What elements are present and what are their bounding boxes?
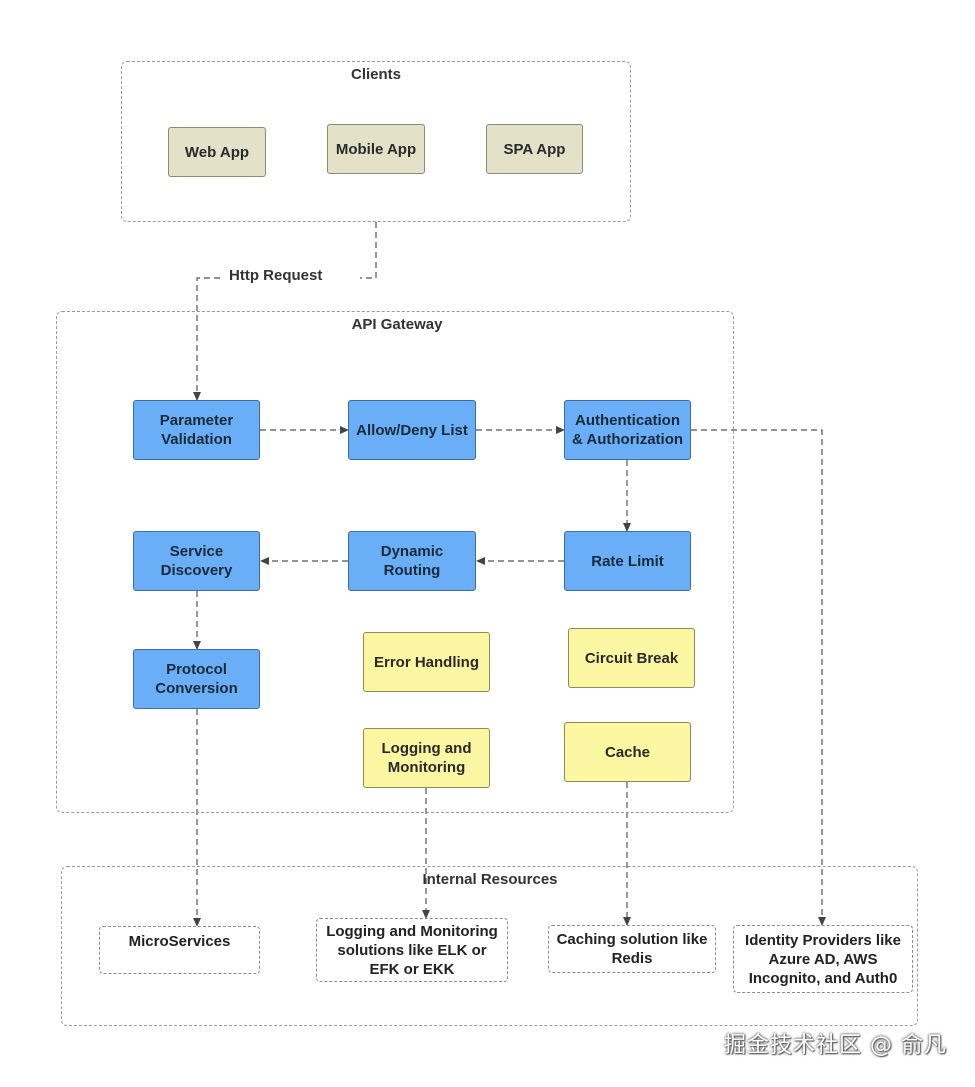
allow-deny-list-node[interactable]: Allow/Deny List — [348, 400, 476, 460]
parameter-validation-node[interactable]: Parameter Validation — [133, 400, 260, 460]
identity-providers-node[interactable]: Identity Providers like Azure AD, AWS In… — [733, 925, 913, 993]
protocol-conversion-node[interactable]: Protocol Conversion — [133, 649, 260, 709]
microservices-node[interactable]: MicroServices — [99, 926, 260, 974]
logging-monitoring-node[interactable]: Logging and Monitoring — [363, 728, 490, 788]
internal-resources-title: Internal Resources — [422, 871, 558, 888]
edge-clients-to-request — [360, 222, 377, 279]
web-app-node[interactable]: Web App — [168, 127, 266, 177]
clients-title: Clients — [350, 66, 401, 83]
auth-node[interactable]: Authentication & Authorization — [564, 400, 691, 460]
mobile-app-node[interactable]: Mobile App — [327, 124, 425, 174]
dynamic-routing-node[interactable]: Dynamic Routing — [348, 531, 476, 591]
circuit-break-node[interactable]: Circuit Break — [568, 628, 695, 688]
cache-node[interactable]: Cache — [564, 722, 691, 782]
api-gateway-title: API Gateway — [351, 316, 443, 333]
api-gateway-group: API Gateway — [56, 311, 734, 813]
spa-app-node[interactable]: SPA App — [486, 124, 583, 174]
internal-resources-group: Internal Resources — [61, 866, 918, 1026]
edge-request-to-validation — [193, 277, 220, 401]
watermark: 掘金技术社区 @ 俞凡 — [724, 1033, 947, 1058]
service-discovery-node[interactable]: Service Discovery — [133, 531, 260, 591]
error-handling-node[interactable]: Error Handling — [363, 632, 490, 692]
caching-solution-node[interactable]: Caching solution like Redis — [548, 925, 716, 973]
http-request-label: Http Request — [225, 267, 327, 284]
edge-auth-to-identity — [691, 429, 826, 926]
rate-limit-node[interactable]: Rate Limit — [564, 531, 691, 591]
clients-group: Clients — [121, 61, 631, 222]
logging-solutions-node[interactable]: Logging and Monitoring solutions like EL… — [316, 918, 508, 982]
